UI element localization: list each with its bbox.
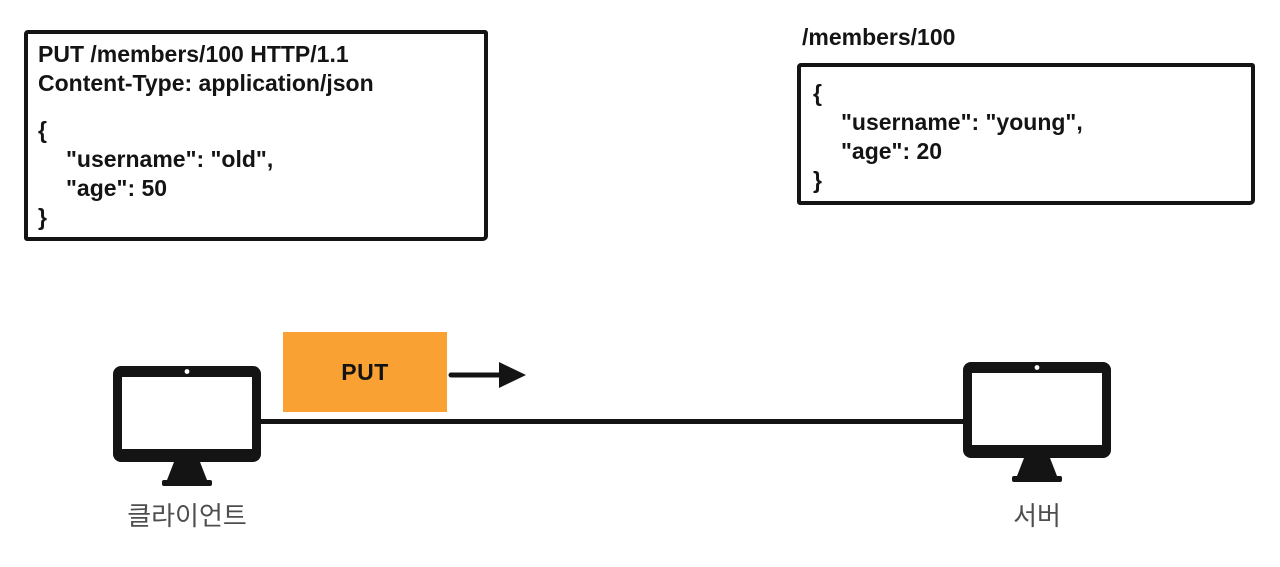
- request-direction-arrow-icon: [448, 362, 526, 388]
- request-line: PUT /members/100 HTTP/1.1: [38, 41, 349, 67]
- content-type-line: Content-Type: application/json: [38, 70, 374, 96]
- resource-json-age: "age": 20: [841, 138, 943, 164]
- server-monitor-icon: [963, 362, 1111, 482]
- client-label: 클라이언트: [127, 501, 247, 531]
- request-json-open-brace: {: [38, 117, 47, 143]
- http-request-box: PUT /members/100 HTTP/1.1 Content-Type: …: [24, 30, 488, 241]
- resource-json-close-brace: }: [813, 167, 822, 193]
- put-method-box: PUT: [283, 332, 447, 412]
- server-label: 서버: [1013, 501, 1061, 531]
- request-json-username: "username": "old",: [66, 146, 274, 172]
- request-body-gap: [38, 98, 474, 116]
- resource-json-username: "username": "young",: [841, 109, 1083, 135]
- put-method-label: PUT: [341, 358, 389, 385]
- resource-json-open-brace: {: [813, 80, 822, 106]
- client-server-connection-line: [257, 419, 967, 424]
- resource-state-box: { "username": "young", "age": 20 }: [797, 63, 1255, 205]
- resource-path-title: /members/100: [802, 24, 956, 50]
- client-monitor-icon: [113, 366, 261, 486]
- request-json-age: "age": 50: [66, 175, 168, 201]
- request-json-close-brace: }: [38, 204, 47, 230]
